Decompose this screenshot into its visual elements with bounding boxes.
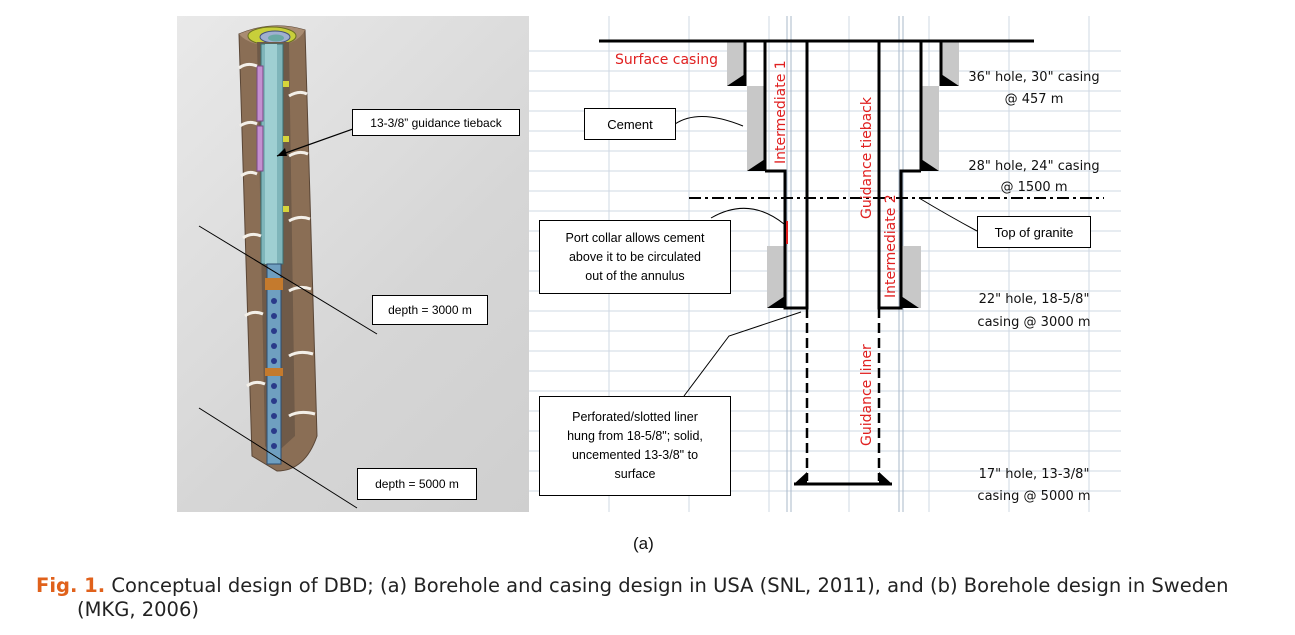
perforated-liner-box: Perforated/slotted liner hung from 18-5/… (539, 396, 731, 496)
spec-1-line-2: @ 457 m (1005, 92, 1064, 107)
subfigure-label: (a) (633, 534, 654, 553)
cement-box: Cement (584, 108, 676, 140)
spec-1-line-1: 36" hole, 30" casing (968, 70, 1099, 85)
guidance-tieback-callout: 13-3/8” guidance tieback (352, 109, 520, 136)
spec-4-line-2: casing @ 5000 m (977, 489, 1090, 504)
perforated-line-3: uncemented 13-3/8" to (571, 448, 699, 462)
perforated-line-2: hung from 18-5/8"; solid, (567, 429, 703, 443)
intermediate-1-label: Intermediate 1 (773, 60, 789, 164)
perforated-line-1: Perforated/slotted liner (572, 410, 698, 424)
port-collar-box: Port collar allows cement above it to be… (539, 220, 731, 294)
surface-casing-label: Surface casing (615, 52, 718, 68)
top-of-granite-box: Top of granite (977, 216, 1091, 248)
spec-3-line-1: 22" hole, 18-5/8" (979, 292, 1090, 307)
port-collar-line-3: out of the annulus (585, 268, 685, 283)
depth-5000-callout: depth = 5000 m (357, 468, 477, 500)
casing-schematic-panel: Surface casing Intermediate 1 Guidance t… (529, 16, 1121, 512)
casing-shoes (727, 74, 959, 484)
depth-5000-callout-text: depth = 5000 m (375, 477, 459, 491)
caption-line-1: Conceptual design of DBD; (a) Borehole a… (111, 574, 1229, 597)
casing-specs: 36" hole, 30" casing @ 457 m 28" hole, 2… (968, 70, 1099, 504)
leader-lines (674, 115, 978, 397)
port-collar-line-1: Port collar allows cement (565, 230, 705, 245)
borehole-3d-model (198, 25, 378, 509)
figure-caption: Fig. 1. Conceptual design of DBD; (a) Bo… (36, 574, 1286, 622)
guidance-tieback-label: Guidance tieback (859, 96, 875, 219)
borehole-3d-model-panel: 13-3/8” guidance tieback depth = 3000 m … (177, 16, 529, 512)
depth-3000-callout: depth = 3000 m (372, 295, 488, 325)
spec-4-line-1: 17" hole, 13-3/8" (979, 467, 1090, 482)
figure-label: Fig. 1. (36, 574, 106, 597)
casing-schematic: Surface casing Intermediate 1 Guidance t… (529, 16, 1121, 512)
depth-3000-callout-text: depth = 3000 m (388, 303, 472, 317)
intermediate-2-label: Intermediate 2 (883, 194, 899, 298)
top-of-granite-text: Top of granite (994, 224, 1074, 240)
spec-2-line-1: 28" hole, 24" casing (968, 159, 1099, 174)
cement-zones (727, 41, 959, 308)
port-collar-line-2: above it to be circulated (568, 249, 702, 264)
spec-2-line-2: @ 1500 m (1000, 180, 1067, 195)
guidance-tieback-callout-text: 13-3/8” guidance tieback (370, 115, 502, 130)
spec-3-line-2: casing @ 3000 m (977, 315, 1090, 330)
guidance-liner (805, 308, 881, 481)
guidance-liner-label: Guidance liner (859, 344, 875, 446)
cement-box-text: Cement (607, 116, 653, 132)
caption-line-2: (MKG, 2006) (77, 598, 199, 621)
perforated-line-4: surface (614, 467, 656, 481)
